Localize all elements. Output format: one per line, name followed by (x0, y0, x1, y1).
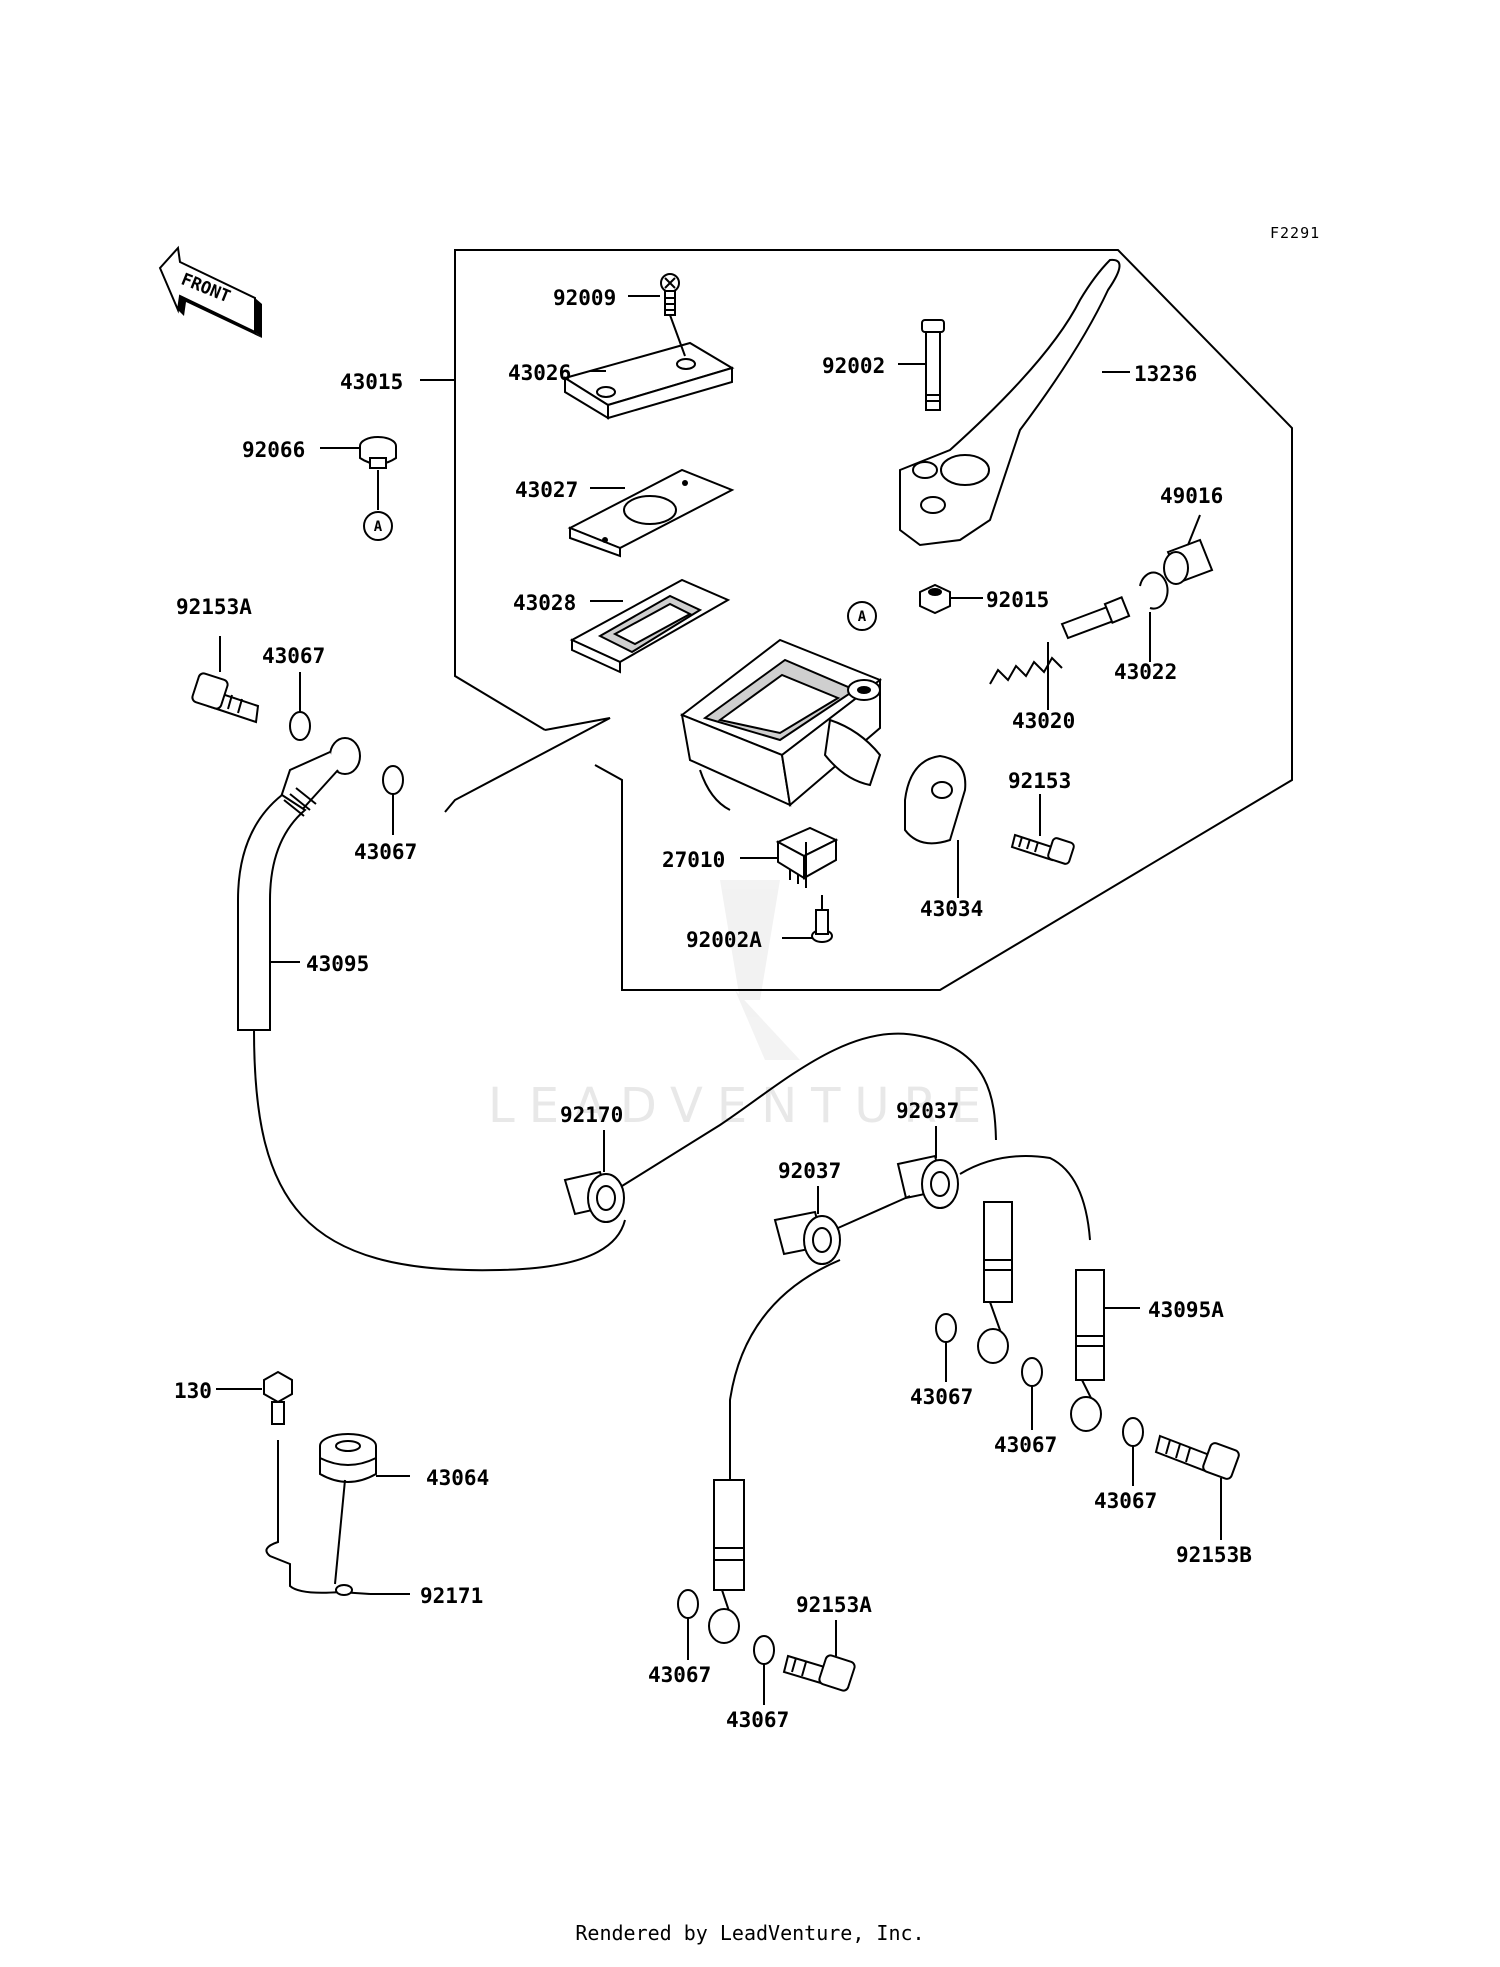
assembly-boundary-lower (444, 717, 611, 813)
label-43026[interactable]: 43026 (508, 361, 571, 385)
cap-43026-part (562, 341, 735, 420)
label-92002a[interactable]: 92002A (686, 928, 762, 952)
label-43067-b[interactable]: 43067 (354, 840, 417, 864)
brake-hose-43095-part (237, 737, 626, 1272)
banjo-bolt-92153b-part (1154, 1434, 1240, 1480)
assembly-43015-boundary (454, 249, 1293, 991)
label-43067-c[interactable]: 43067 (910, 1385, 973, 1409)
marker-a-left-text: A (374, 519, 383, 535)
marker-a-right-text: A (858, 609, 867, 625)
master-cylinder-body-part (679, 638, 883, 811)
grommet-92037-b-part (896, 1154, 959, 1209)
label-92153[interactable]: 92153 (1008, 769, 1071, 793)
label-43067-g[interactable]: 43067 (726, 1708, 789, 1732)
label-92037-a[interactable]: 92037 (778, 1159, 841, 1183)
label-49016[interactable]: 49016 (1160, 484, 1223, 508)
label-43067-e[interactable]: 43067 (1094, 1489, 1157, 1513)
bolt-130-part (263, 1370, 293, 1425)
label-92009[interactable]: 92009 (553, 286, 616, 310)
plate-43027-part (567, 468, 735, 558)
front-direction-arrow-icon: FRONT (158, 245, 262, 338)
label-92037-b[interactable]: 92037 (896, 1099, 959, 1123)
pivot-bolt-92002-part (921, 319, 945, 411)
label-13236[interactable]: 13236 (1134, 362, 1197, 386)
label-43022[interactable]: 43022 (1114, 660, 1177, 684)
label-43064[interactable]: 43064 (426, 1466, 489, 1490)
circlip-43022-part (1139, 571, 1169, 610)
washer-43067-d-part (1021, 1357, 1043, 1387)
grommet-92170-part (563, 1170, 625, 1223)
watermark: LEADVENTURE (488, 1078, 995, 1134)
label-27010[interactable]: 27010 (662, 848, 725, 872)
label-43034[interactable]: 43034 (920, 897, 983, 921)
label-43028[interactable]: 43028 (513, 591, 576, 615)
label-43020[interactable]: 43020 (1012, 709, 1075, 733)
label-130[interactable]: 130 (174, 1379, 212, 1403)
brake-hose-43095a-part (708, 1155, 1105, 1644)
plug-92066-part (359, 436, 397, 469)
washer-43067-c-part (935, 1313, 957, 1343)
reference-marker-a-left: A (363, 511, 393, 541)
washer-43067-g-part (753, 1635, 775, 1665)
label-92153a-bottom[interactable]: 92153A (796, 1593, 872, 1617)
part-labels: 43015 92009 43026 43027 43028 92066 9200… (174, 286, 1252, 1732)
boot-49016-part (1163, 538, 1214, 585)
label-43067-f[interactable]: 43067 (648, 1663, 711, 1687)
reference-marker-a-right: A (847, 601, 877, 631)
grommet-92037-a-part (773, 1210, 841, 1265)
label-92066[interactable]: 92066 (242, 438, 305, 462)
diaphragm-43028-part (569, 578, 731, 674)
label-92002[interactable]: 92002 (822, 354, 885, 378)
label-92153a-top[interactable]: 92153A (176, 595, 252, 619)
brake-lever-13236-part (899, 258, 1121, 547)
label-43095[interactable]: 43095 (306, 952, 369, 976)
label-43067-a[interactable]: 43067 (262, 644, 325, 668)
label-43027[interactable]: 43027 (515, 478, 578, 502)
washer-43067-e-part (1122, 1417, 1144, 1447)
label-92170[interactable]: 92170 (560, 1103, 623, 1127)
label-92153b[interactable]: 92153B (1176, 1543, 1252, 1567)
footer-credit: Rendered by LeadVenture, Inc. (575, 1921, 924, 1945)
screw-92002a-part (811, 909, 833, 943)
washer-43067-a-part (289, 711, 311, 741)
figure-code: F2291 (1270, 224, 1320, 242)
bolt-92153-part (1010, 833, 1075, 865)
screw-92009-part (660, 273, 680, 316)
washer-43067-b-part (382, 765, 404, 795)
watermark-logo (720, 880, 800, 1060)
clamp-43034-part (904, 754, 967, 845)
leader-lines (216, 295, 1222, 1705)
washer-43067-f-part (677, 1589, 699, 1619)
hose-connector-line (621, 1032, 997, 1187)
banjo-bolt-92153a-top-part (191, 672, 260, 724)
banjo-bolt-92153a-bottom-part (782, 1654, 856, 1692)
label-43015[interactable]: 43015 (340, 370, 403, 394)
clamp-92171-part (265, 1440, 371, 1596)
label-92171[interactable]: 92171 (420, 1584, 483, 1608)
nut-92015-part (919, 583, 951, 615)
grommet-43064-part (319, 1433, 377, 1483)
label-43095a[interactable]: 43095A (1148, 1298, 1224, 1322)
piston-43020-part (989, 596, 1131, 685)
label-43067-d[interactable]: 43067 (994, 1433, 1057, 1457)
label-92015[interactable]: 92015 (986, 588, 1049, 612)
